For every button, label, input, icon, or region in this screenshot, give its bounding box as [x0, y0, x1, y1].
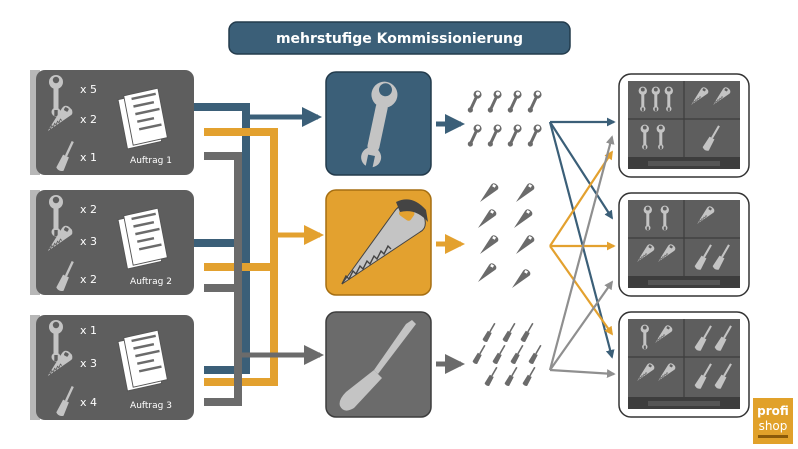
count-saw: x 2 — [80, 113, 97, 126]
saw-station — [325, 189, 432, 296]
distribution-arrows — [548, 117, 616, 378]
picked-saws — [478, 183, 535, 288]
count-screwdriver: x 1 — [80, 151, 97, 164]
order-panel-2: x 2 x 3 x 2 Auftrag 2 — [30, 190, 194, 295]
document-icon — [117, 87, 168, 150]
screwdriver-station — [325, 311, 432, 418]
picked-wrenches — [465, 89, 543, 149]
count-wrench: x 1 — [80, 324, 97, 337]
logo-text-shop: shop — [759, 419, 788, 433]
count-saw: x 3 — [80, 357, 97, 370]
routing-lines — [194, 103, 278, 406]
document-icon — [117, 329, 168, 392]
order-crate-3 — [618, 311, 750, 418]
picked-screwdrivers — [472, 321, 544, 387]
order-label: Auftrag 3 — [130, 401, 172, 411]
page-title: mehrstufige Kommissionierung — [276, 31, 523, 47]
count-wrench: x 5 — [80, 83, 97, 96]
logo-text-profi: profi — [757, 404, 789, 418]
wrench-station — [325, 71, 432, 176]
order-crate-2 — [618, 192, 750, 297]
title-banner — [228, 21, 571, 55]
count-wrench: x 2 — [80, 203, 97, 216]
count-screwdriver: x 4 — [80, 396, 97, 409]
order-label: Auftrag 1 — [130, 156, 172, 166]
order-panel-1: x 5 x 2 x 1 Auftrag 1 — [30, 70, 194, 175]
count-saw: x 3 — [80, 235, 97, 248]
order-crate-1 — [618, 73, 750, 178]
count-screwdriver: x 2 — [80, 273, 97, 286]
order-label: Auftrag 2 — [130, 277, 172, 287]
document-icon — [117, 207, 168, 270]
profishop-logo: profi shop — [753, 398, 793, 444]
order-panel-3: x 1 x 3 x 4 Auftrag 3 — [30, 315, 194, 420]
